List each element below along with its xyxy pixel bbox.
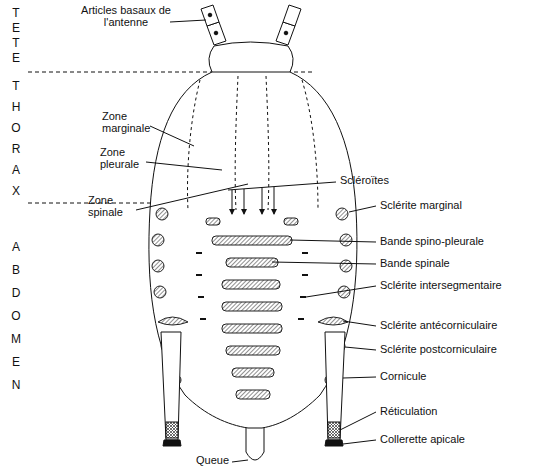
marginal-sclerites <box>152 208 352 385</box>
part-label: Articles basaux de l'antenne <box>80 4 172 28</box>
head-line <box>212 72 290 73</box>
dorsal-bands <box>206 218 298 399</box>
region-label: THORAX <box>10 76 22 202</box>
cornicular-sclerites <box>158 317 348 354</box>
part-label: Bande spinale <box>380 257 450 269</box>
part-label: Collerette apicale <box>380 433 465 445</box>
head-thorax-boundary <box>28 72 312 73</box>
part-label: Zone marginale <box>102 110 154 134</box>
cornicles <box>161 332 345 446</box>
part-label: Sclérite antécorniculaire <box>380 319 497 331</box>
zone-lines <box>188 76 319 210</box>
part-label: Cornicule <box>380 370 426 382</box>
part-label: Zone spinale <box>88 194 138 218</box>
part-label: Sclérite marginal <box>380 199 462 211</box>
part-label: Sclérite intersegmentaire <box>380 279 502 291</box>
part-label: Queue <box>196 454 229 466</box>
part-label: Scléroïtes <box>340 174 389 186</box>
region-label: TETE <box>10 6 22 66</box>
part-label: Réticulation <box>380 405 437 417</box>
part-label: Zone pleurale <box>100 146 148 170</box>
antenna-right <box>276 5 301 45</box>
part-label: Bande spino-pleurale <box>380 235 484 247</box>
leader-lines <box>136 20 376 462</box>
region-label: ABDOMEN <box>10 236 22 397</box>
antenna-left <box>201 5 226 45</box>
part-label: Sclérite postcorniculaire <box>380 343 497 355</box>
